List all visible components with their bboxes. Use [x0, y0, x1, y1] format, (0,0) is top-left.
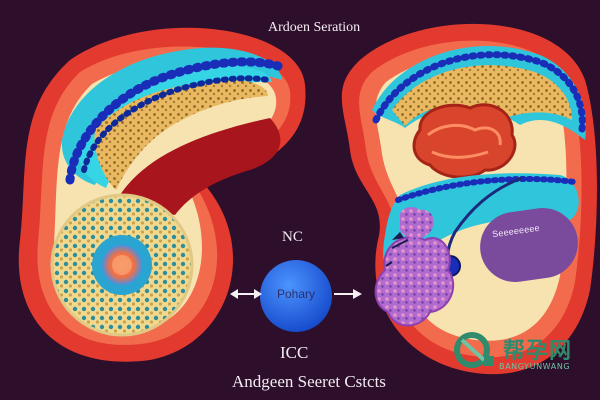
right-organ-pill [480, 208, 578, 282]
label-nc: NC [282, 229, 303, 245]
right-tan-cells [392, 65, 572, 126]
center-connectors [230, 260, 362, 332]
bottom-caption: Andgeen Seeret Cstcts [232, 372, 386, 391]
left-arrow-head-left [230, 289, 238, 299]
watermark-logo-icon [454, 332, 494, 368]
label-icc: ICC [280, 343, 309, 362]
watermark-en-text: BANGYUNWANG [499, 362, 571, 371]
left-inner-fold [120, 118, 281, 215]
diagram-title: Ardoen Seration [268, 20, 361, 35]
right-arrow-head [353, 289, 362, 299]
center-bubble [260, 260, 332, 332]
center-bubble-label: Pohary [276, 287, 316, 301]
left-organ [18, 27, 306, 362]
watermark-cn-text: 帮孕网 [503, 339, 573, 364]
left-blue-cell-chain [65, 57, 283, 185]
right-organ [341, 23, 597, 375]
right-red-follicle-cluster [412, 103, 517, 179]
left-arrow-head-right [254, 289, 262, 299]
left-cyan-layer [61, 47, 283, 186]
right-cyan-duct [383, 173, 579, 300]
